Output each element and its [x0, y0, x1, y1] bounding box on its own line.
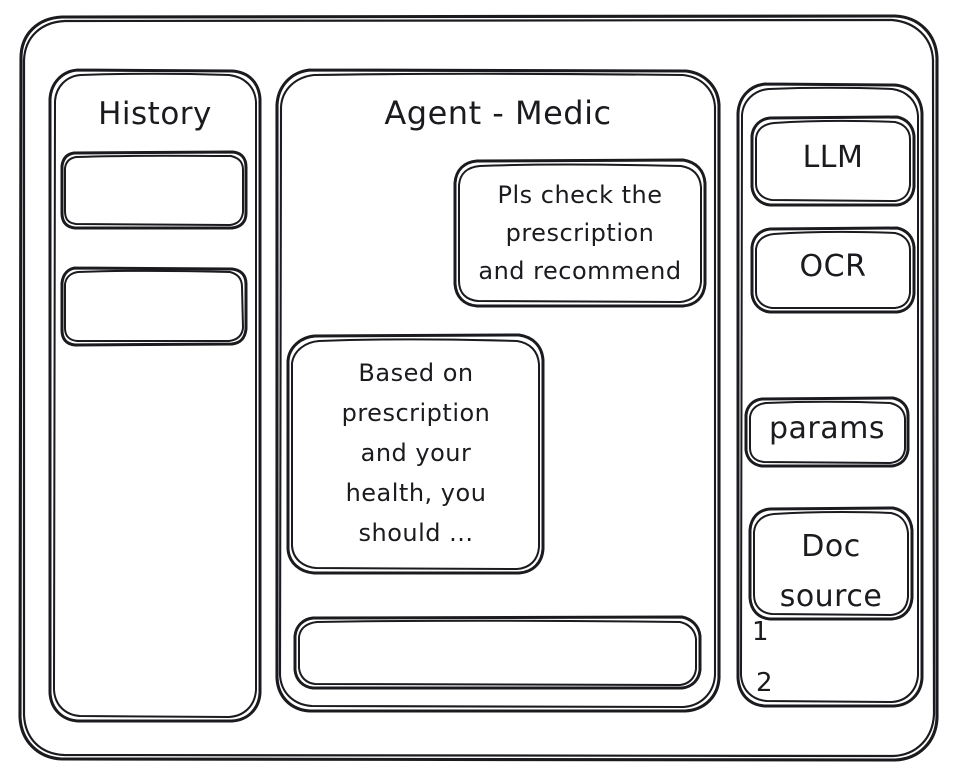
history-title: History — [98, 96, 212, 132]
tool-button-params[interactable]: params — [744, 396, 910, 468]
message-input[interactable] — [293, 615, 702, 690]
history-item[interactable] — [60, 266, 248, 347]
message-text-agent: Based on prescription and your health, y… — [341, 359, 491, 547]
doc-source-item-1[interactable]: 1 — [752, 617, 769, 647]
agent-title: Agent - Medic — [384, 94, 612, 132]
tool-button-llm[interactable]: LLM — [750, 115, 916, 207]
doc-source-panel[interactable]: Doc source — [748, 506, 914, 622]
tool-button-llm-label: LLM — [802, 140, 864, 175]
tool-button-params-label: params — [769, 411, 885, 446]
history-item[interactable] — [60, 150, 248, 230]
message-text-user: Pls check the prescription and recommend — [478, 181, 682, 285]
doc-source-label: Doc source — [779, 529, 883, 614]
message-bubble-agent: Based on prescription and your health, y… — [285, 333, 547, 576]
tool-button-ocr-label: OCR — [799, 249, 867, 284]
message-bubble-user: Pls check the prescription and recommend — [453, 158, 707, 308]
tool-button-ocr[interactable]: OCR — [750, 226, 916, 314]
doc-source-item-2[interactable]: 2 — [756, 668, 773, 698]
